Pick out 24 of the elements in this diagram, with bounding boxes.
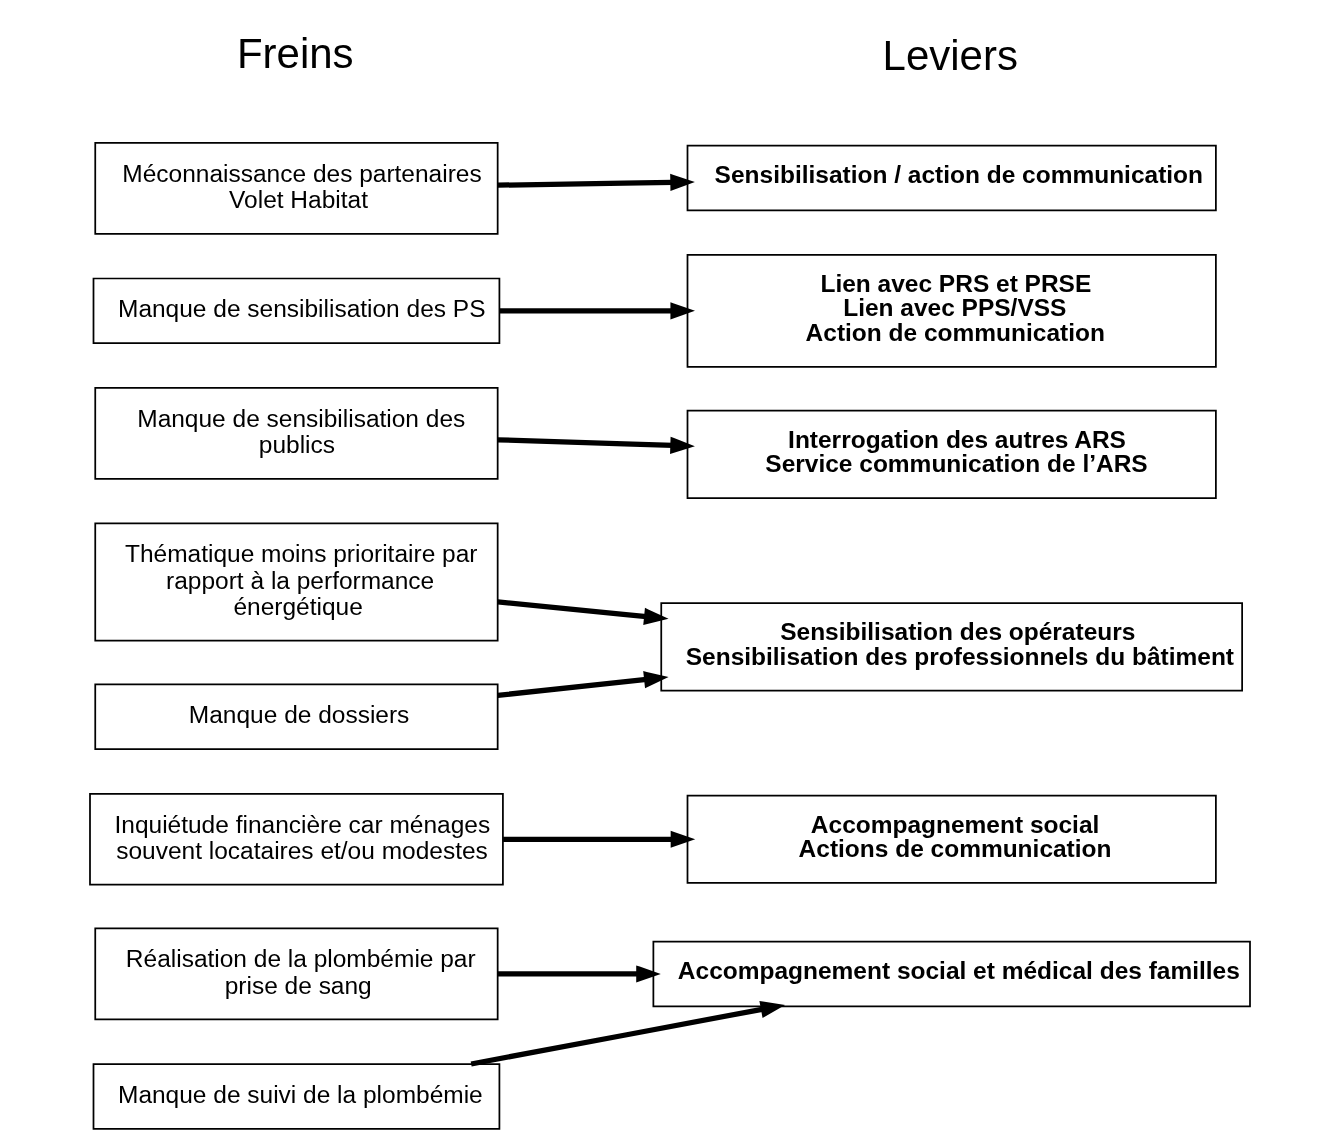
node-box: Manque de dossiers	[93, 683, 499, 751]
arrow	[497, 173, 695, 191]
node-box: Manque de sensibilisation des publics	[93, 386, 499, 480]
node-box: Méconnaissance des partenaires Volet Habitat	[93, 142, 499, 235]
node-box: Interrogation des autres ARS Service communication de l’ARS	[686, 409, 1217, 499]
arrow	[496, 671, 669, 698]
node-box: Sensibilisation des opérateurs Sensibilisation des professionnels du bâtiment	[659, 602, 1243, 692]
node-box: Accompagnement social Actions de communication	[686, 794, 1217, 884]
node-box: Thématique moins prioritaire par rapport à la performance énergétique	[93, 522, 499, 642]
arrow	[470, 1001, 785, 1067]
arrow	[497, 436, 695, 454]
node-box: Inquiétude financière car ménages souvent locataires et/ou modestes	[88, 792, 504, 886]
arrow	[502, 830, 695, 848]
arrow	[496, 599, 669, 625]
label: Leviers	[882, 31, 1018, 79]
node-box: Sensibilisation / action de communication	[686, 144, 1217, 212]
node-box: Manque de suivi de la plombémie	[92, 1063, 500, 1130]
node-box: Lien avec PRS et PRSE Lien avec PPS/VSS Action de communication	[686, 254, 1217, 368]
node-box: Réalisation de la plombémie par prise de sang	[93, 927, 499, 1021]
label: Freins	[236, 30, 354, 78]
node-box: Manque de sensibilisation des PS	[92, 277, 500, 345]
arrow	[499, 302, 695, 320]
arrow	[497, 965, 661, 983]
node-box: Accompagnement social et médical des familles	[652, 940, 1251, 1008]
